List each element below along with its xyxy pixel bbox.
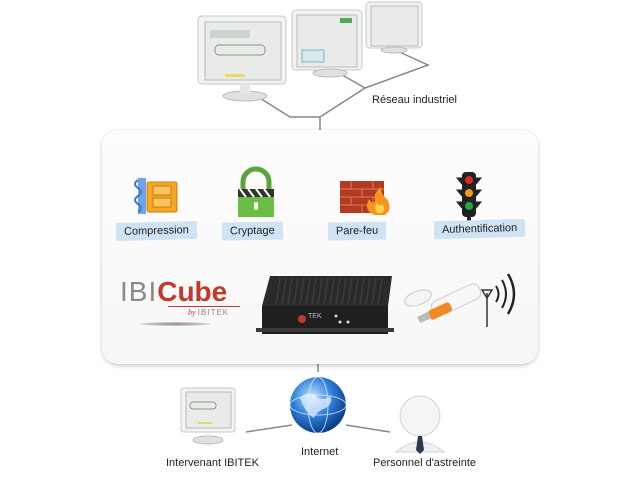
operator-label: Intervenant IBITEK [166, 457, 259, 469]
padlock-icon [238, 166, 274, 217]
monitor-1 [197, 15, 287, 102]
ibicube-logo: IBICube [120, 276, 227, 308]
logo-cube: Cube [157, 276, 228, 307]
operator-monitor-icon [180, 387, 236, 445]
usb-dongle-icon [404, 283, 482, 324]
internet-globe-icon [289, 376, 347, 434]
monitor-3 [365, 1, 423, 54]
traffic-light-icon [455, 172, 483, 221]
firewall-icon [340, 181, 390, 215]
device-badge: TEK [308, 313, 322, 320]
internet-label: Internet [301, 446, 339, 458]
logo-byline: by IBITEK [188, 308, 229, 317]
operator-line [245, 424, 293, 433]
logo-underline [168, 306, 240, 307]
industrial-network-label: Réseau industriel [372, 94, 457, 106]
oncall-person-icon [394, 395, 446, 454]
network-line-right [364, 49, 430, 89]
oncall-label: Personnel d'astreinte [373, 457, 476, 469]
network-line-left [254, 94, 320, 118]
monitor-2 [291, 9, 363, 78]
antenna-icon [480, 273, 516, 327]
logo-ibi: IBI [120, 276, 158, 307]
oncall-line [345, 424, 391, 433]
logo-shadow [140, 322, 210, 326]
logo-byline-company: IBITEK [197, 308, 230, 317]
compression-archive-icon [134, 178, 178, 214]
logo-byline-prefix: by [188, 308, 196, 317]
